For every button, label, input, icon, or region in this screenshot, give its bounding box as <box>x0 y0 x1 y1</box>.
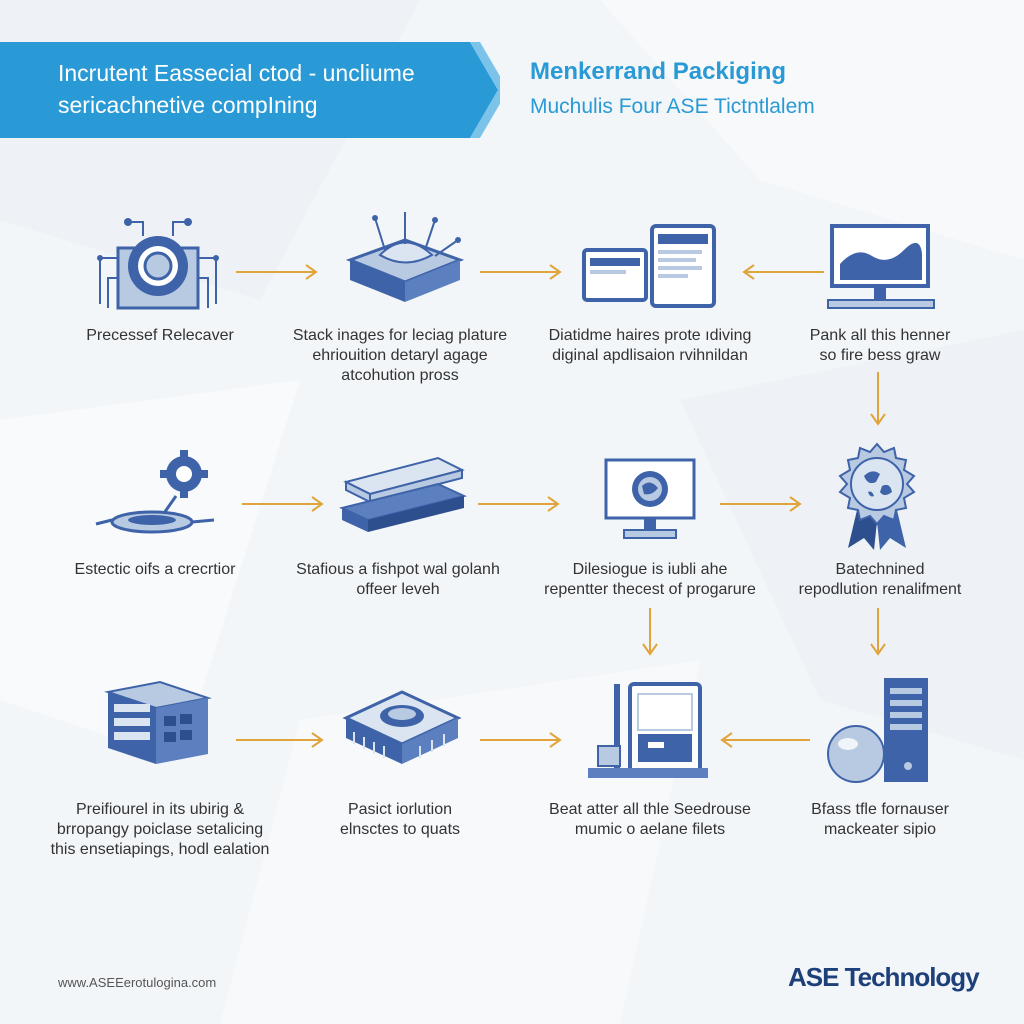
step-caption: Diatidme haires prote ıdiving diginal ap… <box>548 327 752 364</box>
monitor-chart-icon <box>827 224 935 309</box>
header-banner: Incrutent Eassecial ctod - uncliume seri… <box>0 42 500 138</box>
step-caption: Estectic oifs a crecrtior <box>74 561 236 578</box>
arrow-right-icon <box>242 496 324 512</box>
arrow-left-icon <box>720 732 810 748</box>
step-caption: Pasict iorlution elnsctes to quats <box>339 801 461 838</box>
arrow-down-icon <box>870 372 886 426</box>
arrow-down-icon <box>870 608 886 656</box>
arrow-left-icon <box>742 264 824 280</box>
tablet-devices-icon <box>582 224 716 308</box>
step-caption: Preifiourel in its ubirig & brropangy po… <box>50 801 270 858</box>
wafer-stack-icon <box>345 212 465 302</box>
page-tagline: Muchulis Four ASE Tictntlalem <box>530 95 815 118</box>
arrow-right-icon <box>236 732 324 748</box>
step-caption: Stack inages for leciag plature ehriouit… <box>292 327 508 384</box>
step-caption: Pank all this henner so fire bess graw <box>809 327 951 364</box>
layered-substrate-icon <box>339 456 467 532</box>
gear-probe-icon <box>95 450 215 534</box>
arrow-right-icon <box>236 264 318 280</box>
lab-equipment-icon <box>588 682 708 778</box>
gear-chip-icon <box>97 218 219 310</box>
page-title: Menkerrand Packiging <box>530 58 787 85</box>
step-caption: Stafious a fishpot wal golanh offeer lev… <box>296 561 500 598</box>
arrow-right-icon <box>720 496 802 512</box>
footer-url: www.ASEEerotulogina.com <box>58 975 217 990</box>
arrow-right-icon <box>480 264 562 280</box>
award-badge-icon <box>838 442 916 550</box>
banner-line-1: Incrutent Eassecial ctod - uncliume <box>58 60 415 86</box>
monitor-globe-icon <box>604 458 696 539</box>
arrow-right-icon <box>480 732 562 748</box>
arrow-down-icon <box>642 608 658 656</box>
step-caption: Dilesiogue is iubli ahe repentter theces… <box>544 561 756 598</box>
step-caption: Beat atter all thle Seedrouse mumic o ae… <box>549 801 751 838</box>
storage-server-icon <box>827 678 928 783</box>
banner-line-2: sericachnetive compIning <box>58 92 318 118</box>
step-caption: Precessef Relecaver <box>86 327 234 344</box>
brand-logo: ASE Technology <box>788 962 980 992</box>
step-caption: Bfass tfle fornauser mackeater sipio <box>811 801 949 838</box>
chip-package-icon <box>342 690 462 764</box>
arrow-right-icon <box>478 496 560 512</box>
banner-shape <box>0 42 500 138</box>
server-rack-icon <box>104 680 212 764</box>
step-caption: Batechnined repodlution renalifment <box>798 561 962 598</box>
